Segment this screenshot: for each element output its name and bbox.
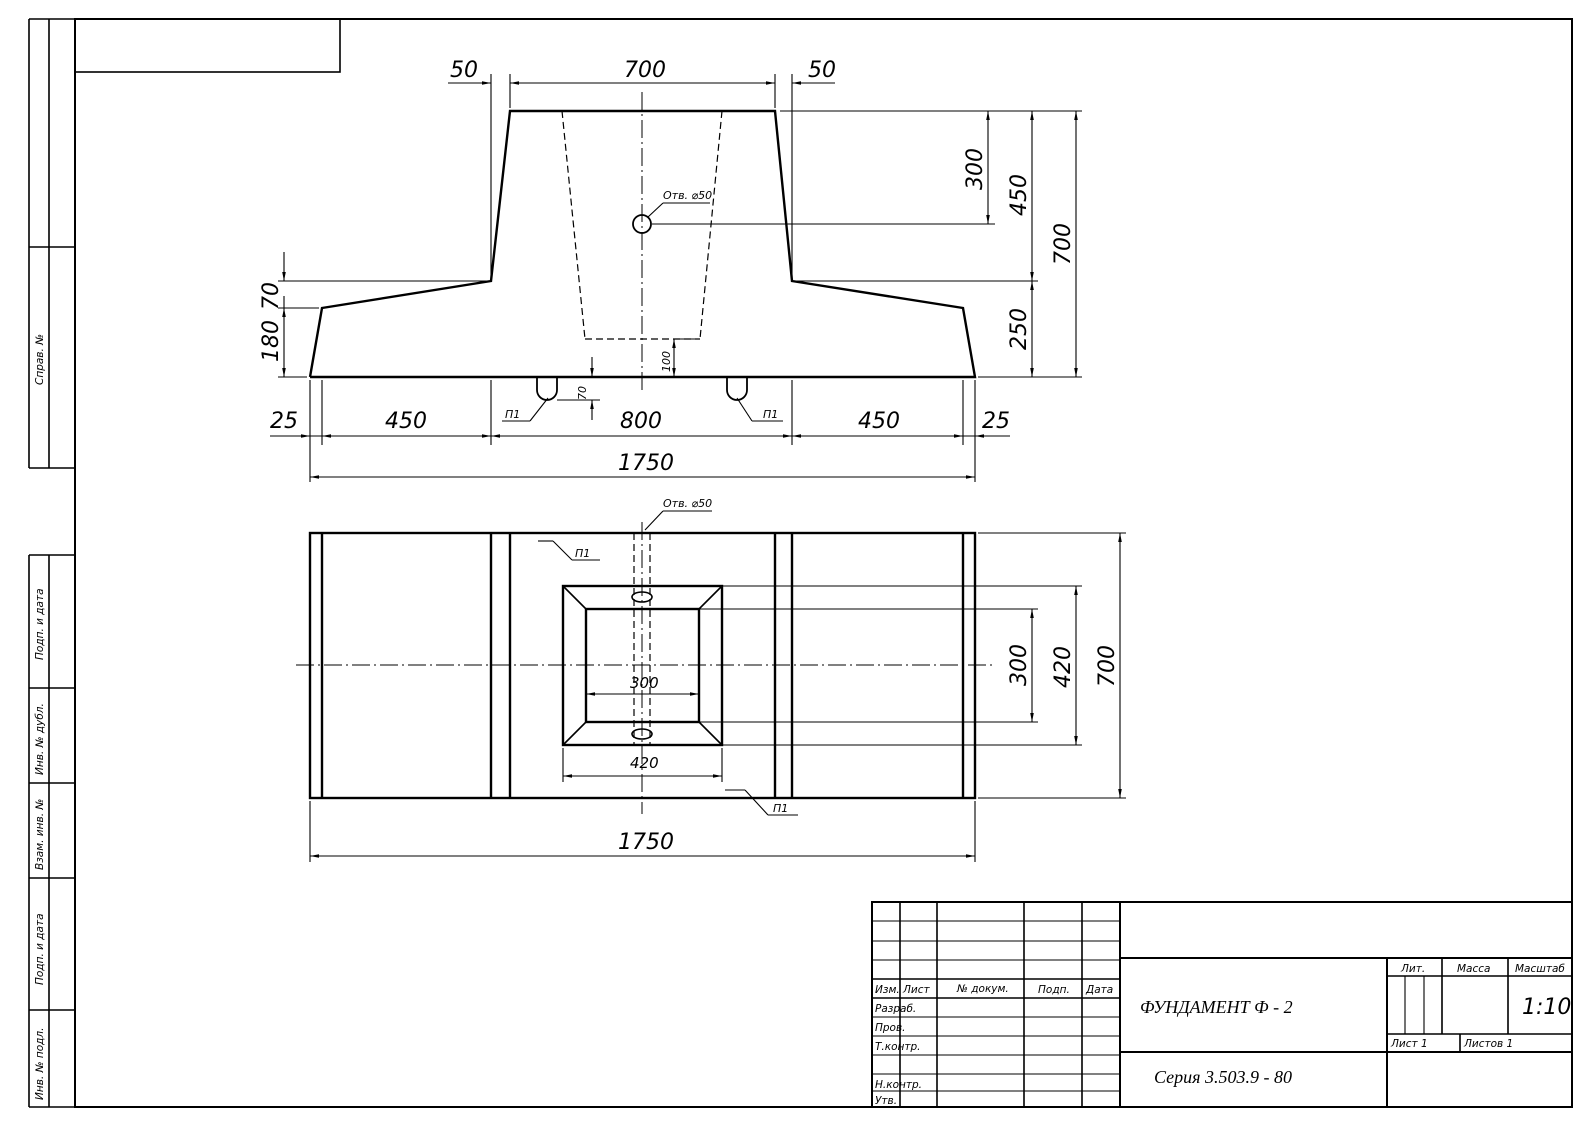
dim-left-70: 70 — [259, 282, 284, 310]
tb-lit: Лит. — [1400, 963, 1425, 975]
tb-prov: Пров. — [875, 1022, 906, 1034]
plan-loop-bottom-label: П1 — [773, 802, 788, 815]
dim-left-180: 180 — [259, 320, 284, 362]
dim-100: 100 — [660, 351, 673, 372]
dim-bot-450-left: 450 — [385, 409, 427, 434]
plan-hole-bottom — [631, 728, 653, 740]
tb-podp: Подп. — [1038, 984, 1070, 996]
dim-top-right: 50 — [808, 58, 836, 83]
loop-left-label: П1 — [505, 408, 520, 421]
dim-bot-450-right: 450 — [858, 409, 900, 434]
tb-scale: 1:10 — [1522, 995, 1571, 1020]
tb-sheets: Листов 1 — [1463, 1038, 1513, 1050]
dim-bot-25-right: 25 — [982, 409, 1010, 434]
label-podp-data-2: Подп. и дата — [34, 913, 46, 985]
dim-top-mid: 700 — [624, 58, 666, 83]
tb-doc-no: № докум. — [956, 983, 1009, 995]
dim-top-left: 50 — [450, 58, 478, 83]
title-block: Изм. Лист № докум. Подп. Дата Разраб. Пр… — [871, 901, 1573, 1108]
plan-hole-note: Отв. ⌀50 — [663, 497, 712, 510]
drawing-title: ФУНДАМЕНТ Ф - 2 — [1140, 997, 1293, 1017]
side-stamp-labels: Справ. № Подп. и дата Инв. № дубл. Взам.… — [34, 334, 46, 1100]
dim-right-450: 450 — [1007, 174, 1032, 216]
dim-plan-300-inner: 300 — [630, 674, 659, 692]
label-podp-data-1: Подп. и дата — [34, 588, 46, 660]
drawing-series: Серия 3.503.9 - 80 — [1154, 1067, 1292, 1087]
tb-sheet: Лист 1 — [1390, 1038, 1428, 1050]
label-sprav: Справ. № — [34, 334, 46, 385]
tb-list: Лист — [902, 984, 930, 996]
elevation-hole-note: Отв. ⌀50 — [663, 189, 712, 202]
plan-hole-top — [631, 591, 653, 603]
tb-utv: Утв. — [875, 1095, 897, 1107]
label-vzam-inv: Взам. инв. № — [34, 799, 46, 870]
tb-t-kontr: Т.контр. — [875, 1041, 921, 1053]
dim-right-250: 250 — [1007, 308, 1032, 350]
label-inv-dubl: Инв. № дубл. — [34, 703, 46, 775]
sheet-frame — [28, 18, 1573, 1108]
tb-masshtab: Масштаб — [1515, 963, 1565, 975]
dim-elevation-total: 1750 — [618, 451, 674, 476]
tb-data: Дата — [1085, 984, 1113, 996]
tb-razrab: Разраб. — [875, 1003, 916, 1015]
dim-plan-700-right: 700 — [1095, 645, 1120, 687]
dim-bot-800: 800 — [620, 409, 662, 434]
plan-view: Отв. ⌀50 П1 П1 300 420 300 420 700 175 — [296, 497, 1126, 862]
tb-izm: Изм. — [875, 984, 900, 996]
loop-right-label: П1 — [763, 408, 778, 421]
plan-loop-top-label: П1 — [575, 547, 590, 560]
dim-right-300: 300 — [963, 148, 988, 190]
dim-plan-total: 1750 — [618, 830, 674, 855]
tb-massa: Масса — [1457, 963, 1490, 975]
tb-n-kontr: Н.контр. — [875, 1079, 922, 1091]
elevation-view: Отв. ⌀50 П1 П1 50 700 50 300 450 250 700 — [259, 58, 1082, 482]
lifting-loop-right — [726, 377, 748, 401]
dim-plan-420-inner: 420 — [630, 754, 659, 772]
dim-right-700: 700 — [1051, 223, 1076, 265]
dim-70: 70 — [576, 386, 589, 400]
dim-plan-300-right: 300 — [1007, 644, 1032, 686]
dim-plan-420-right: 420 — [1051, 646, 1076, 688]
foundation-outline — [308, 109, 977, 379]
dim-bot-25-left: 25 — [270, 409, 298, 434]
label-inv-podl: Инв. № подл. — [34, 1028, 46, 1100]
lifting-loop-left — [536, 377, 558, 401]
elevation-hole — [632, 214, 652, 234]
